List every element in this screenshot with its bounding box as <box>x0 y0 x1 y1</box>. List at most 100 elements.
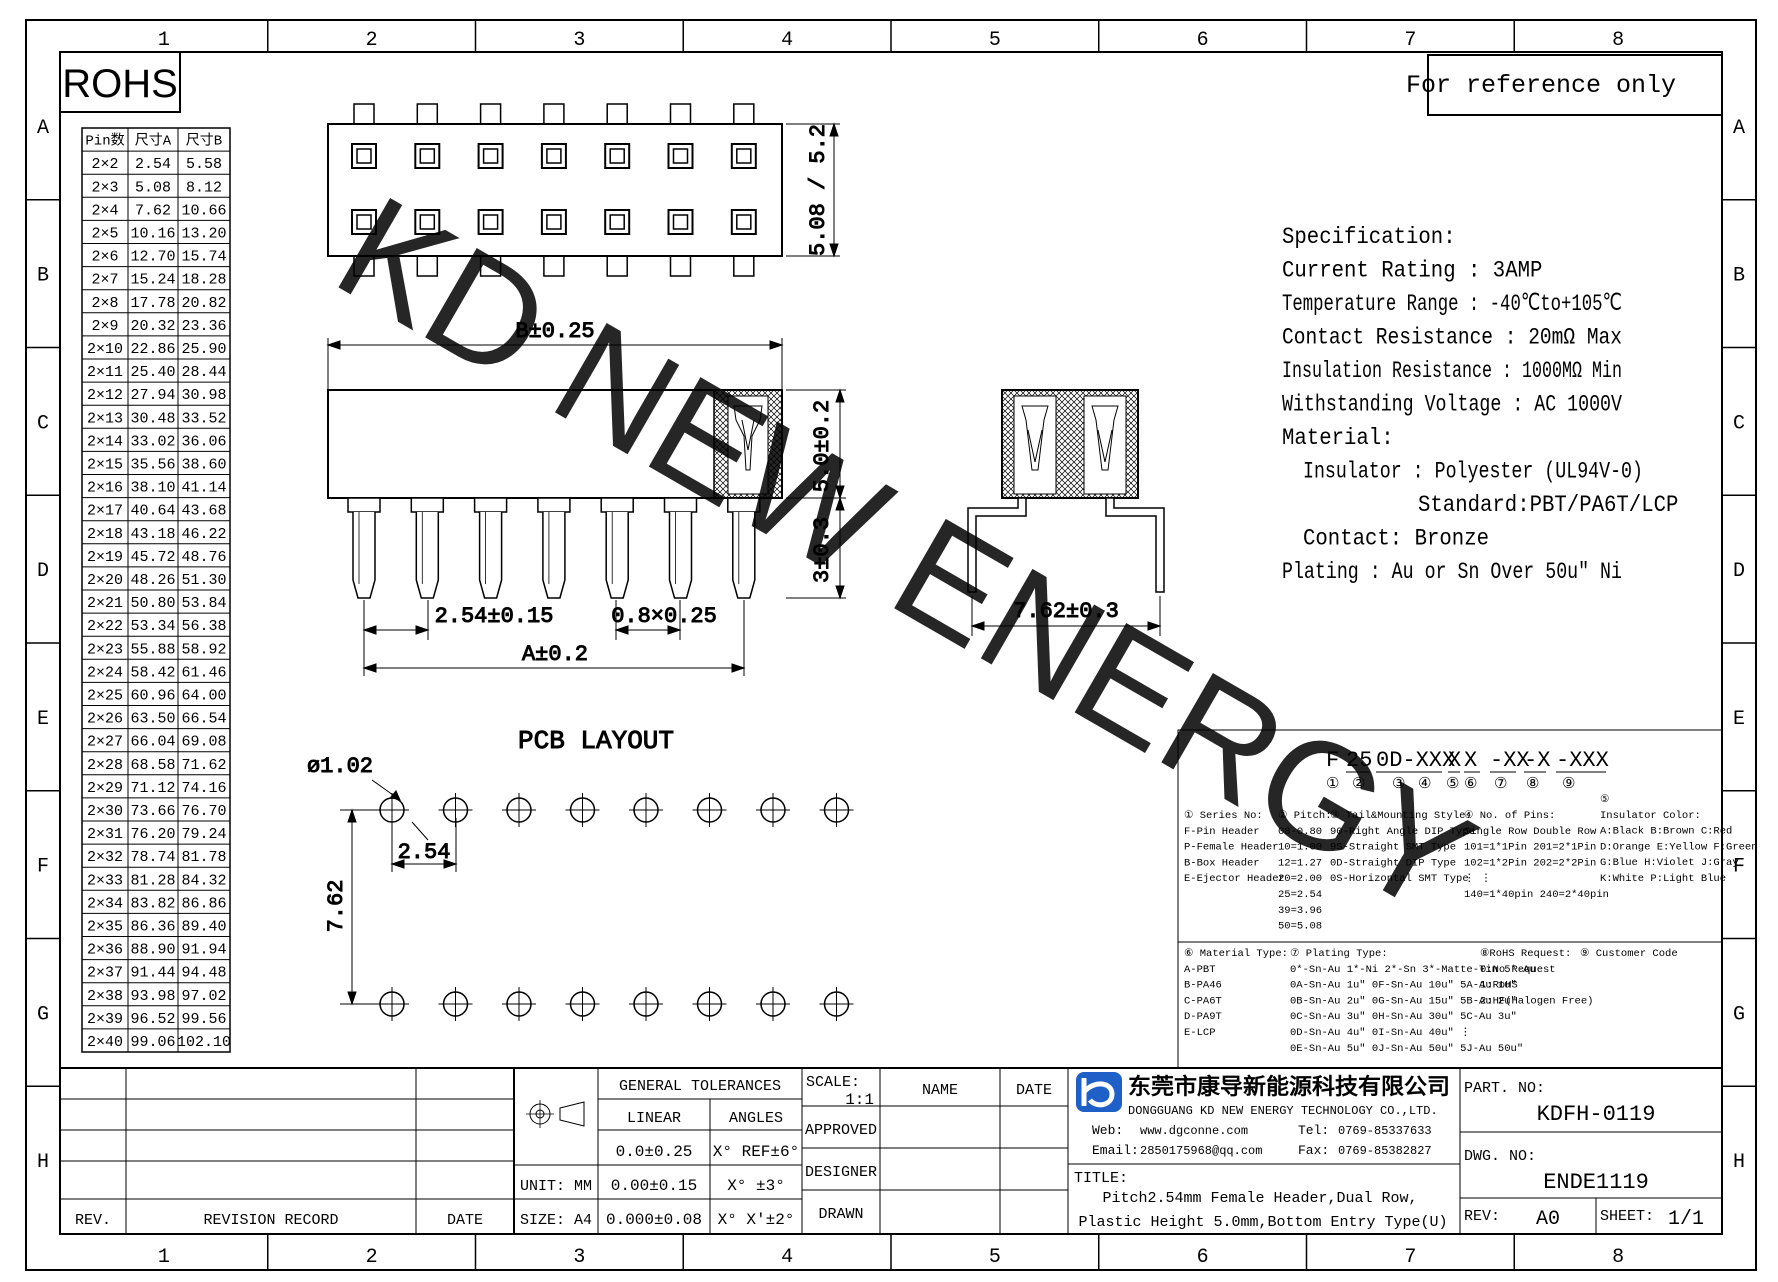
pin-table-cell: 2×30 <box>87 803 123 820</box>
frame-row-label: B <box>1733 265 1745 288</box>
legend-line: B-PA46 <box>1184 980 1222 992</box>
frame-row-label: C <box>37 412 49 435</box>
frame-row-label: E <box>1733 708 1745 731</box>
pin-table-cell: 2×40 <box>87 1034 123 1051</box>
pin-table-cell: 10.16 <box>130 225 175 242</box>
pin-table-cell: 60.96 <box>130 687 175 704</box>
pin-table-cell: 2×12 <box>87 387 123 404</box>
top-tab <box>543 103 565 125</box>
pin-table-cell: 78.74 <box>130 849 175 866</box>
legend-line: 2:HF(Halogen Free) <box>1480 995 1593 1007</box>
pin-table-cell: 66.54 <box>181 711 226 728</box>
legend-line: 0S-Horizontal SMT Type <box>1330 873 1469 885</box>
pin-table-cell: 5.58 <box>186 156 222 173</box>
pin-table-cell: 2×6 <box>91 249 118 266</box>
frame-row-label: A <box>37 117 49 140</box>
spec-line: Temperature Range : -40℃to+105℃ <box>1282 291 1622 317</box>
top-tab <box>606 103 628 125</box>
frame-row-label: G <box>37 1003 49 1026</box>
title-ang2: X° ±3° <box>727 1177 785 1195</box>
side-view: B±0.25 5.0±0.2 3±0.3 2.54±0.15 0.8×0.25 … <box>326 319 846 676</box>
side-standoff <box>600 497 634 513</box>
pin-table-cell: 2×21 <box>87 595 123 612</box>
pin-table-cell: 43.18 <box>130 526 175 543</box>
pin-table-cell: 2×15 <box>87 456 123 473</box>
part-code-marker: ① <box>1326 776 1339 793</box>
title-scale-label: SCALE: <box>806 1074 860 1091</box>
part-code-segment: X <box>1464 748 1477 773</box>
title-lin3: 0.000±0.08 <box>606 1211 702 1229</box>
end-view: 7.62±0.3 <box>967 389 1165 636</box>
side-pin <box>732 512 756 599</box>
pin-table-cell: 2×7 <box>91 272 118 289</box>
pcb-layout-title: PCB LAYOUT <box>518 726 674 756</box>
spec-line: Standard:PBT/PA6T/LCP <box>1418 492 1678 518</box>
pin-table-cell: 2.54 <box>135 156 171 173</box>
spec-line: Material: <box>1282 425 1394 451</box>
top-contact-hole-inner <box>356 148 372 164</box>
legend-line: ⑤ <box>1600 793 1610 806</box>
spec-line: Specification: <box>1282 224 1456 250</box>
top-tab <box>669 255 692 277</box>
legend-line: P-Female Header <box>1184 842 1279 854</box>
pin-table-cell: 2×33 <box>87 872 123 889</box>
title-web-label: Web: <box>1092 1123 1123 1138</box>
legend-line: ⑧RoHS Request: <box>1480 947 1571 960</box>
legend-line: 101=1*1Pin 201=2*1Pin <box>1464 842 1596 854</box>
pin-table-cell: 2×2 <box>91 156 118 173</box>
frame-column-label: 6 <box>1197 1246 1209 1269</box>
legend-line: 0D-Straight DIP Type <box>1330 857 1456 869</box>
pin-table-cell: 2×34 <box>87 895 123 912</box>
top-contact-hole-inner <box>609 148 625 164</box>
side-pin <box>352 512 376 599</box>
spec-line: Current Rating : 3AMP <box>1282 258 1542 284</box>
top-tab <box>416 103 439 125</box>
pin-table-cell: 23.36 <box>181 318 226 335</box>
spec-line: Plating : Au or Sn Over 50u" Ni <box>1282 559 1622 585</box>
pin-table-cell: 40.64 <box>130 503 175 520</box>
dim-a-length: A±0.2 <box>522 642 588 667</box>
pin-table-cell: 8.12 <box>186 179 222 196</box>
top-contact-hole-inner <box>356 214 372 230</box>
side-pin <box>542 512 566 599</box>
spec-line: Insulation Resistance : 1000MΩ Min <box>1282 358 1622 384</box>
legend-line: 0B-Sn-Au 2u" 0G-Sn-Au 15u" 5B-Au 2u" <box>1290 995 1517 1007</box>
legend-line: ① Series No: <box>1184 809 1263 822</box>
pin-table-cell: 22.86 <box>130 341 175 358</box>
top-contact-hole <box>477 143 504 169</box>
legend-line: 0E-Sn-Au 5u" 0J-Sn-Au 50u" 5J-Au 50u" <box>1290 1043 1523 1055</box>
title-lin2: 0.00±0.15 <box>611 1177 697 1195</box>
legend-line: F-Pin Header <box>1184 826 1260 838</box>
dim-tail-length: 3±0.3 <box>810 517 835 583</box>
frame-column-label: 5 <box>989 1246 1001 1269</box>
title-fax: 0769-85382827 <box>1338 1144 1432 1158</box>
part-code-marker: ⑥ <box>1464 776 1477 793</box>
legend-line: ④ No. of Pins: <box>1464 809 1555 822</box>
dim-pin-size: 0.8×0.25 <box>611 604 717 629</box>
legend-line: ⑥ Material Type: <box>1184 947 1288 960</box>
pin-table-cell: 38.60 <box>181 456 226 473</box>
title-unit: UNIT: MM <box>520 1178 592 1195</box>
pin-table-cell: 2×26 <box>87 711 123 728</box>
title-angles: ANGLES <box>729 1110 783 1127</box>
title-lin1: 0.0±0.25 <box>616 1143 693 1161</box>
part-code-marker: ④ <box>1418 776 1431 793</box>
pin-table-cell: 2×39 <box>87 1011 123 1028</box>
legend-line: 1:RoHS <box>1480 980 1518 992</box>
pin-table-cell: 17.78 <box>130 295 175 312</box>
frame-column-label: 8 <box>1612 1246 1624 1269</box>
title-part-no-label: PART. NO: <box>1464 1080 1545 1097</box>
pin-table-cell: 43.68 <box>181 503 226 520</box>
dim-pcb-row: 7.62 <box>324 880 349 933</box>
top-contact-hole-inner <box>546 214 562 230</box>
pin-table-cell: 2×19 <box>87 549 123 566</box>
title-part-no: KDFH-0119 <box>1537 1102 1656 1127</box>
part-code-segment: -XX <box>1490 748 1530 773</box>
pin-table-cell: 83.82 <box>130 895 175 912</box>
dim-pitch: 2.54±0.15 <box>435 604 554 629</box>
pin-table-cell: 2×22 <box>87 618 123 635</box>
legend-line: 0:No Request <box>1480 964 1556 976</box>
